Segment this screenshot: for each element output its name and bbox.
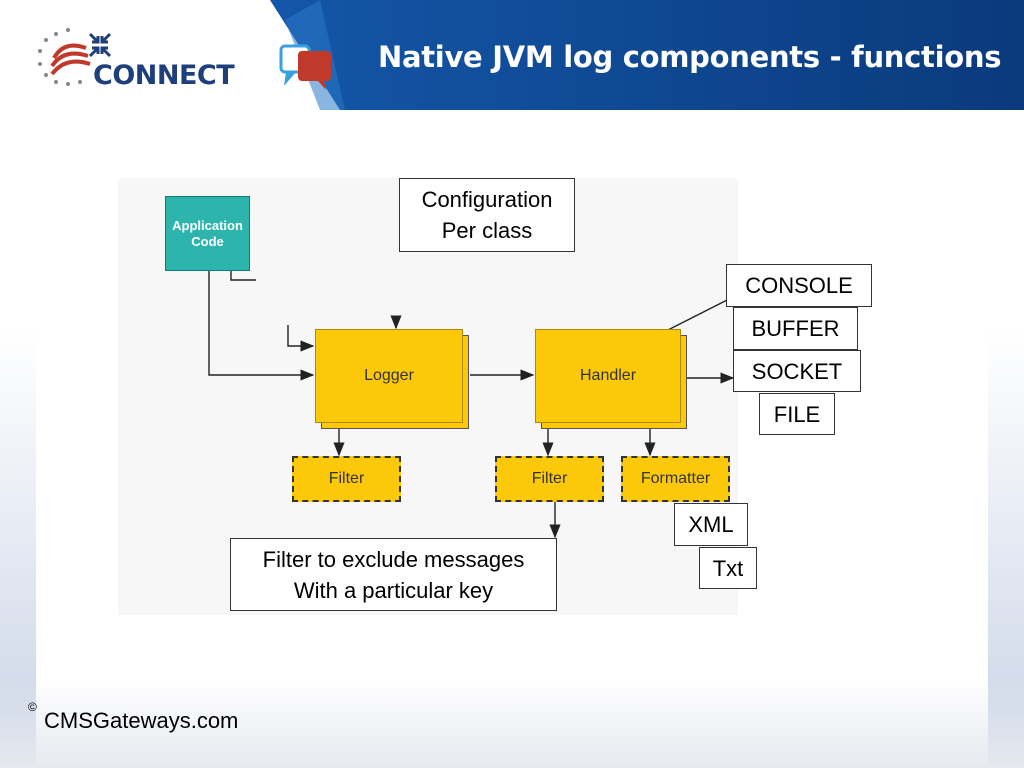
footer-site: CMSGateways.com [44,708,239,733]
app-aux-line [230,271,256,281]
copyright-symbol: © [28,700,37,714]
filter-note: Filter to exclude messages With a partic… [230,538,557,611]
format-xml: XML [674,503,748,546]
logger-box: Logger [315,329,463,423]
logger-filter-box: Filter [292,456,401,502]
configuration-note: Configuration Per class [399,178,575,252]
application-code-box: Application Code [165,196,250,271]
bottom-gradient [0,678,1024,768]
formatter-box: Formatter [621,456,730,502]
header-banner: CONNECT Native JVM log components - func… [0,0,1024,110]
output-buffer: BUFFER [733,307,858,350]
output-console: CONSOLE [726,264,872,307]
handler-box: Handler [535,329,681,423]
header-blue-band [270,0,1024,110]
output-socket: SOCKET [733,350,861,392]
console-pointer-line [665,296,734,332]
speech-bubble-icon [279,44,331,90]
header-background [270,0,1024,110]
connect-logo-icon [38,28,112,86]
output-file: FILE [759,393,835,435]
app-to-logger-arrow [208,271,315,381]
format-txt: Txt [699,547,757,589]
logo-text: CONNECT [93,60,235,91]
page-title: Native JVM log components - functions [378,40,1002,74]
handler-filter-box: Filter [495,456,604,502]
config-to-logger-arrow [287,325,315,352]
